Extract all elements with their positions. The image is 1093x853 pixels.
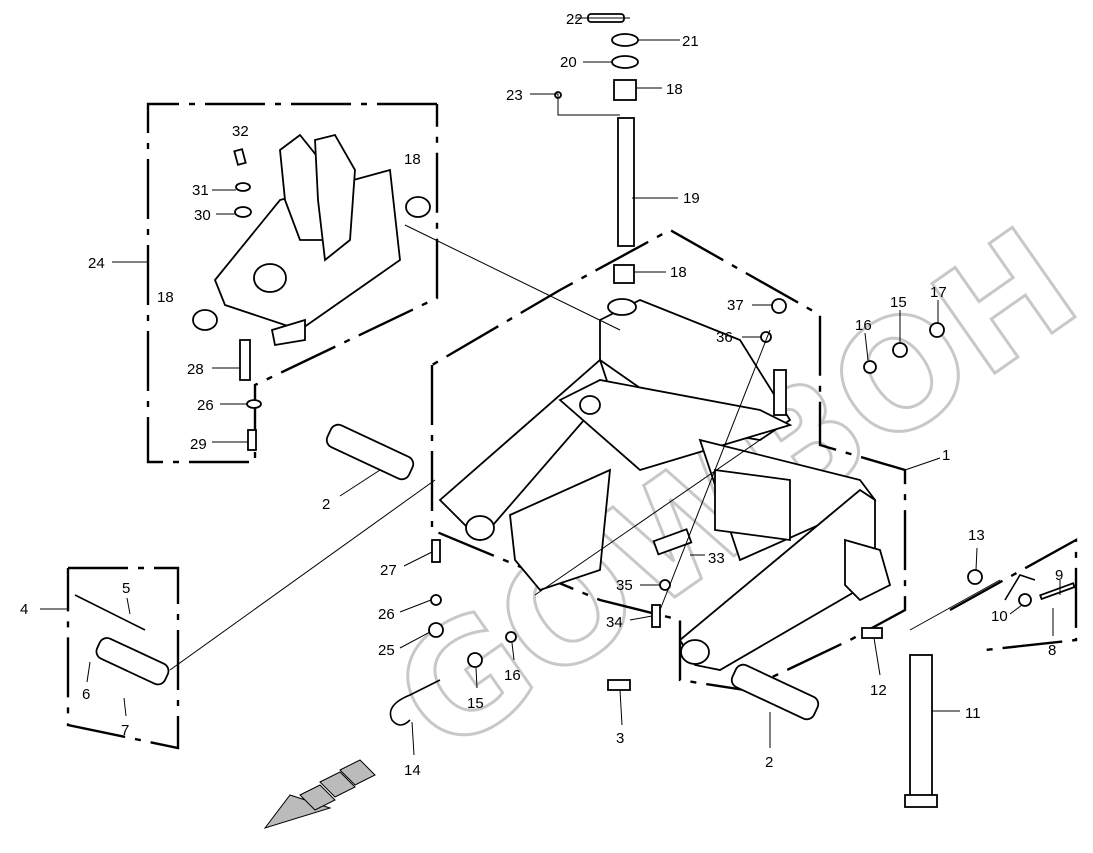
callout: 34	[606, 614, 623, 631]
subassembly-box-4	[66, 566, 180, 750]
callout: 26	[197, 397, 214, 414]
callout: 30	[194, 207, 211, 224]
callout: 1	[942, 447, 950, 464]
callout: 35	[616, 577, 633, 594]
callout: 2	[322, 496, 330, 513]
callout: 14	[404, 762, 421, 779]
direction-arrow	[263, 759, 376, 829]
callout: 32	[232, 123, 249, 140]
callout: 23	[506, 87, 523, 104]
callout: 18	[404, 151, 421, 168]
callout: 25	[378, 642, 395, 659]
frame-outline-box	[430, 228, 907, 692]
callout: 22	[566, 11, 583, 28]
callout: 5	[122, 580, 130, 597]
callout: 19	[683, 190, 700, 207]
callout: 28	[187, 361, 204, 378]
callout: 18	[157, 289, 174, 306]
callout: 4	[20, 601, 28, 618]
subassembly-box-24	[146, 102, 439, 464]
callout: 18	[666, 81, 683, 98]
callout: 27	[380, 562, 397, 579]
callout: 21	[682, 33, 699, 50]
callout: 20	[560, 54, 577, 71]
callout: 9	[1055, 567, 1063, 584]
callout: 26	[378, 606, 395, 623]
callout: 29	[190, 436, 207, 453]
callout: 24	[88, 255, 105, 272]
callout: 12	[870, 682, 887, 699]
callout: 16	[504, 667, 521, 684]
callout: 7	[121, 722, 129, 739]
callout: 15	[467, 695, 484, 712]
callout: 8	[1048, 642, 1056, 659]
leader-lines	[40, 17, 1061, 756]
callout: 2	[765, 754, 773, 771]
callout: 18	[670, 264, 687, 281]
callouts: 22 21 20 23 18 32 18 31 30 19 24 18 37 1…	[20, 11, 1063, 779]
main-frame	[438, 298, 892, 671]
bracket-assembly	[192, 133, 431, 451]
callout: 16	[855, 317, 872, 334]
callout: 6	[82, 686, 90, 703]
callout: 3	[616, 730, 624, 747]
callout: 37	[727, 297, 744, 314]
hardware	[74, 298, 1076, 808]
callout: 31	[192, 182, 209, 199]
callout: 11	[965, 705, 981, 722]
callout: 13	[968, 527, 985, 544]
callout: 33	[708, 550, 725, 567]
callout: 36	[716, 329, 733, 346]
callout: 17	[930, 284, 947, 301]
callout: 10	[991, 608, 1008, 625]
subassembly-box-9	[949, 537, 1078, 652]
callout: 15	[890, 294, 907, 311]
